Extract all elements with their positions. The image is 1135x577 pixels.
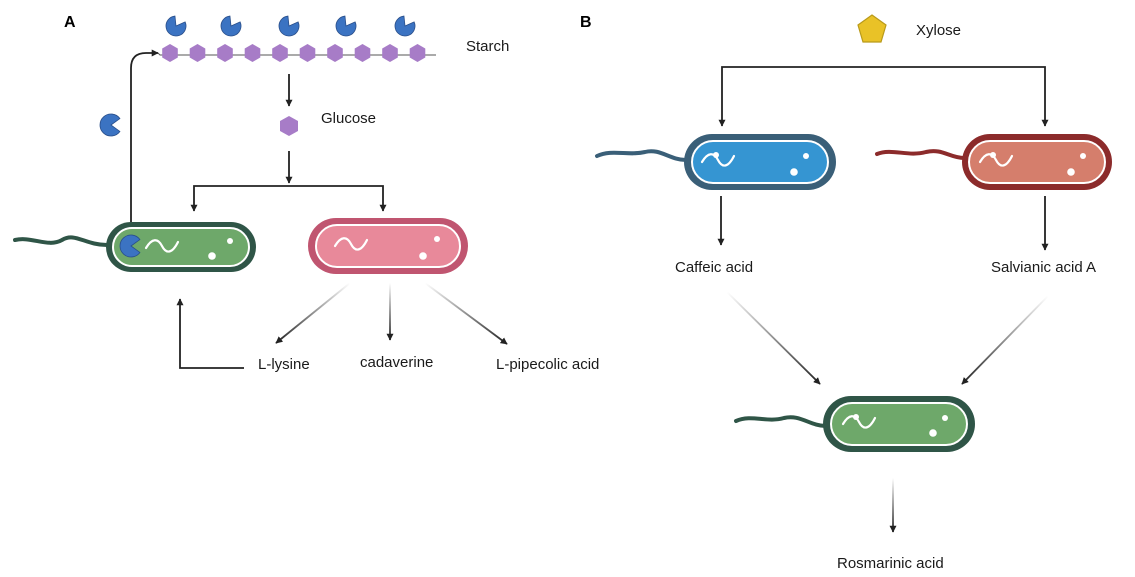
enzyme-icon: [394, 15, 416, 37]
enzyme-icon: [165, 15, 187, 37]
starch-unit-hexagon: [382, 44, 398, 62]
starch-unit-hexagon: [327, 44, 343, 62]
enzyme-icon: [278, 15, 300, 37]
panel-label-b: B: [580, 14, 592, 31]
salvianic-acid-a-label: Salvianic acid A: [991, 259, 1096, 276]
xylose-label: Xylose: [916, 22, 961, 39]
glucose-label: Glucose: [321, 110, 376, 127]
arrow-caffeic-to-green-cell: [726, 291, 821, 385]
arrow-to-l-pipecolic-acid: [424, 282, 508, 345]
l-pipecolic-acid-label: L-pipecolic acid: [496, 356, 599, 373]
arrow-salvianic-to-green-cell: [961, 295, 1049, 385]
glucose-hexagon-icon: [280, 116, 298, 136]
enzyme-icon: [99, 113, 121, 137]
arrow-green-cell-to-starch: [130, 49, 159, 222]
arrow-to-l-lysine: [275, 282, 351, 344]
green-bacterium-b: [734, 396, 975, 452]
pink-bacterium: [308, 218, 468, 274]
starch-unit-hexagon: [409, 44, 426, 62]
starch-chain: [157, 44, 436, 62]
blue-bacterium: [595, 134, 836, 190]
rosmarinic-acid-label: Rosmarinic acid: [837, 555, 944, 572]
branch-to-cells-a: [190, 185, 387, 212]
starch-unit-hexagon: [354, 44, 371, 62]
arrow-l-lysine-feedback: [176, 298, 244, 369]
enzyme-icon: [220, 15, 242, 37]
enzyme-in-cell-icon: [119, 234, 141, 258]
l-lysine-label: L-lysine: [258, 356, 310, 373]
starch-unit-hexagon: [189, 44, 206, 62]
starch-unit-hexagon: [244, 44, 261, 62]
caffeic-acid-label: Caffeic acid: [675, 259, 753, 276]
panel-label-a: A: [64, 14, 76, 31]
starch-unit-hexagon: [162, 44, 178, 62]
starch-unit-hexagon: [299, 44, 316, 62]
cadaverine-label: cadaverine: [360, 354, 433, 371]
branch-to-cells-b: [718, 66, 1049, 127]
enzyme-row: [165, 15, 416, 37]
starch-unit-hexagon: [272, 44, 288, 62]
green-bacterium-a: [13, 222, 256, 272]
xylose-pentagon-icon: [857, 14, 887, 43]
salmon-bacterium: [875, 134, 1112, 190]
starch-label: Starch: [466, 38, 509, 55]
enzyme-icon: [335, 15, 357, 37]
starch-unit-hexagon: [217, 44, 233, 62]
